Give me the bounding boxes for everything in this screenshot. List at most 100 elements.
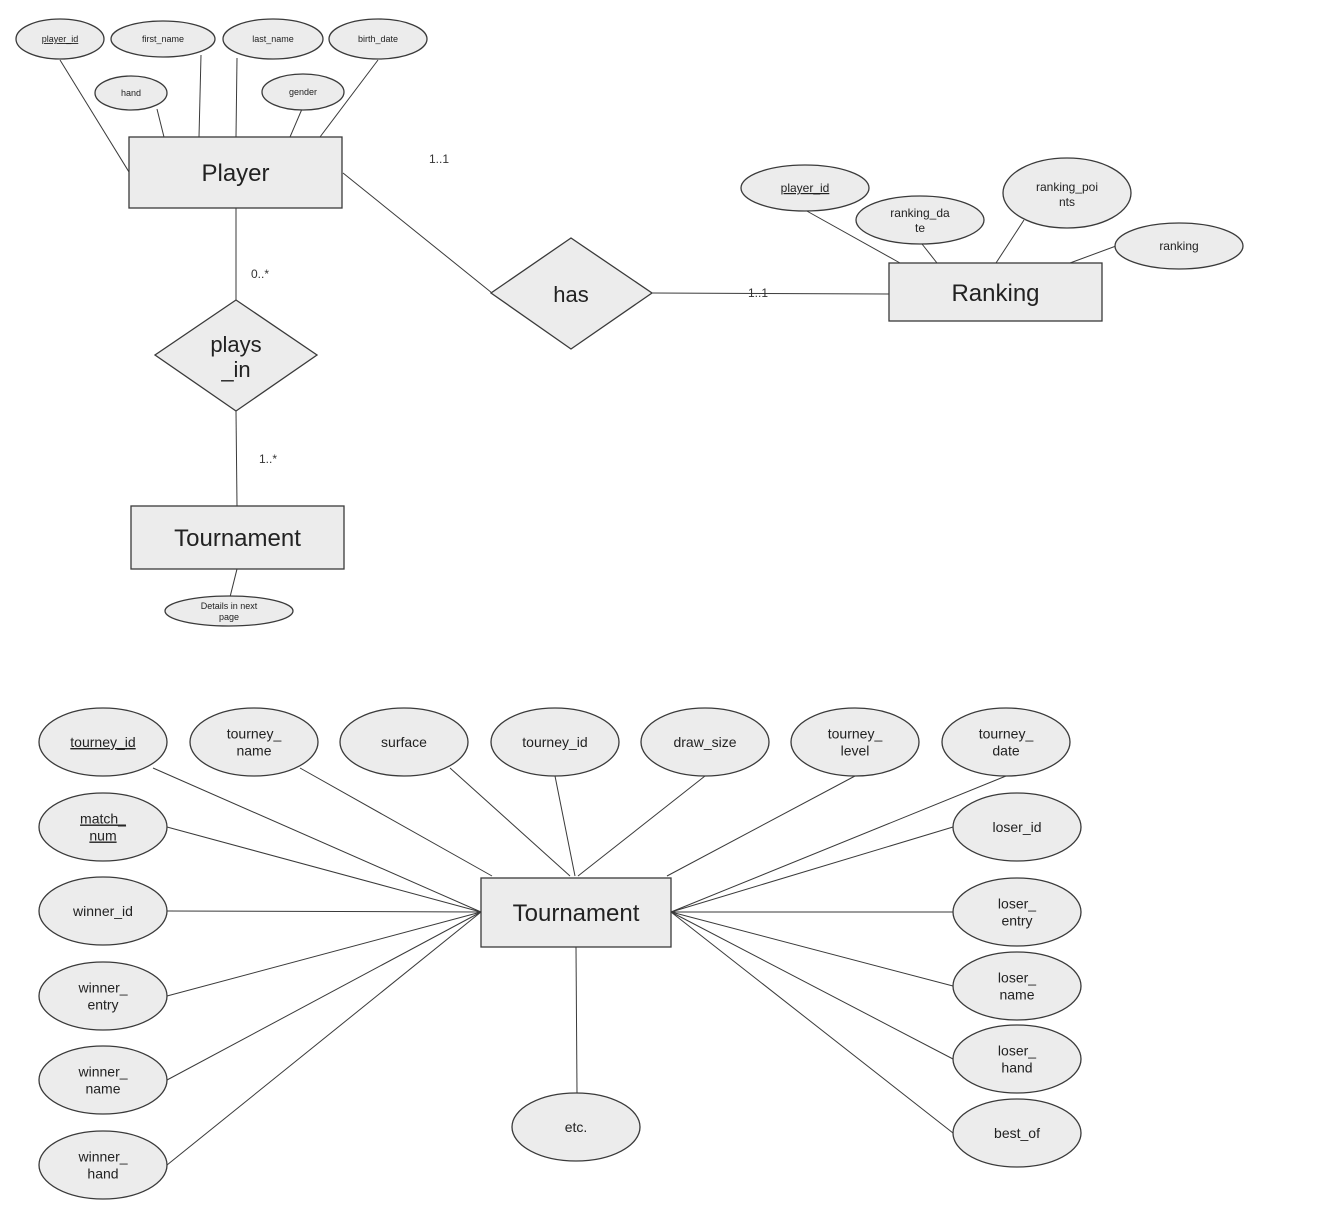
entity-tournament-1-label: Tournament <box>174 525 301 552</box>
edge-tournament-note <box>229 568 238 598</box>
attr-tournament-top-2: tourney_name <box>189 707 319 777</box>
edge-tournament-top-6 <box>666 775 856 877</box>
attr-tournament-top-6: tourney_level <box>790 707 920 777</box>
attr-tournament-top-2-label-1: tourney_ <box>227 726 282 742</box>
attr-tournament-top-7-label-2: date <box>992 743 1019 759</box>
attr-tournament-right-1: loser_id <box>952 792 1082 862</box>
attr-tournament-left-3: winner_entry <box>38 961 168 1031</box>
attr-first-name: first_name <box>110 20 216 58</box>
attr-tournament-right-1-label-1: loser_id <box>992 819 1041 835</box>
attr-last-name: last_name <box>222 18 324 60</box>
attr-tournament-top-4-label-1: tourney_id <box>522 734 587 750</box>
entity-ranking: Ranking <box>888 262 1103 322</box>
edge-ranking-points <box>995 219 1025 264</box>
cardinality-player-has: 1..1 <box>429 152 449 166</box>
edge-tournament-right-4 <box>670 911 954 1060</box>
edge-plays-in-tournament <box>235 410 238 507</box>
attr-gender: gender <box>261 73 345 111</box>
edge-ranking-ranking <box>1069 245 1117 264</box>
attr-tournament-right-3-label-2: name <box>999 987 1034 1003</box>
edge-tournament-right-1 <box>670 826 954 913</box>
attr-tournament-top-6-label-1: tourney_ <box>828 726 883 742</box>
edge-tournament-top-2 <box>299 767 493 877</box>
attr-tournament-right-2-label-2: entry <box>1001 913 1032 929</box>
edge-player-last-name <box>235 57 238 138</box>
entity-tournament-2: Tournament <box>480 877 672 948</box>
entity-player: Player <box>128 136 343 209</box>
attr-tournament-top-7: tourney_date <box>941 707 1071 777</box>
attr-ranking-date: ranking_da te <box>855 195 985 245</box>
attr-tournament-left-3-label-1: winner_ <box>77 980 127 996</box>
attr-tournament-left-5: winner_hand <box>38 1130 168 1200</box>
attr-tournament-right-2: loser_entry <box>952 877 1082 947</box>
attr-birth-date-label: birth_date <box>358 34 398 44</box>
attr-ranking-ranking-label: ranking <box>1159 239 1198 253</box>
edge-tournament-left-1 <box>166 826 482 913</box>
edge-player-first-name <box>198 54 202 138</box>
attr-tournament-left-2-label-1: winner_id <box>72 903 133 919</box>
attr-tournament-right-5-label-1: best_of <box>994 1125 1040 1141</box>
edge-tournament-top-4 <box>554 775 576 877</box>
edge-tournament-left-5 <box>166 911 482 1166</box>
attr-tournament-right-2-label-1: loser_ <box>998 896 1036 912</box>
attr-tournament-left-1: match_num <box>38 792 168 862</box>
diagram1-edges <box>59 54 1117 598</box>
edge-tournament-top-7 <box>670 775 1007 913</box>
attr-ranking-player-id: player_id <box>740 164 870 212</box>
attr-ranking-points-label-2: nts <box>1059 195 1075 209</box>
edge-tournament-bottom-1 <box>575 946 578 1094</box>
attr-hand: hand <box>94 75 168 111</box>
attr-tournament-note-label-1: Details in next <box>201 601 258 611</box>
entity-tournament-2-label: Tournament <box>513 900 640 927</box>
attr-gender-label: gender <box>289 87 317 97</box>
edge-tournament-left-3 <box>166 911 482 997</box>
attr-ranking-points-label-1: ranking_poi <box>1036 180 1098 194</box>
attr-ranking-points: ranking_poi nts <box>1002 157 1132 229</box>
attr-ranking-date-label-1: ranking_da <box>890 206 950 220</box>
edge-tournament-right-5 <box>670 911 954 1134</box>
cardinality-has-ranking: 1..1 <box>748 286 768 300</box>
edge-tournament-top-3 <box>449 767 571 877</box>
diagram2-edges <box>152 767 1007 1166</box>
attr-tournament-left-1-label-2: num <box>89 828 116 844</box>
edge-player-hand <box>156 108 165 138</box>
attr-first-name-label: first_name <box>142 34 184 44</box>
attr-tournament-left-4: winner_name <box>38 1045 168 1115</box>
edge-player-birth-date <box>319 59 379 138</box>
edge-tournament-top-5 <box>577 775 706 877</box>
attr-tournament-right-4-label-2: hand <box>1001 1060 1032 1076</box>
attr-tournament-right-5: best_of <box>952 1098 1082 1168</box>
relationship-has: has <box>489 237 654 350</box>
attr-ranking-player-id-label: player_id <box>781 181 830 195</box>
attr-tournament-top-3: surface <box>339 707 469 777</box>
attr-tournament-left-2: winner_id <box>38 876 168 946</box>
attr-tournament-left-4-label-2: name <box>85 1081 120 1097</box>
attr-player-id: player_id <box>15 18 105 60</box>
edge-player-id <box>59 59 130 173</box>
attr-tournament-top-5-label-1: draw_size <box>673 734 736 750</box>
attr-tournament-bottom-1-label-1: etc. <box>565 1119 588 1135</box>
relationship-plays-in: plays _in <box>153 299 319 412</box>
attr-tournament-top-3-label-1: surface <box>381 734 427 750</box>
relationship-plays-in-label-1: plays <box>210 332 261 357</box>
attr-tournament-top-7-label-1: tourney_ <box>979 726 1034 742</box>
cardinality-player-plays-in: 0..* <box>251 267 269 281</box>
cardinality-plays-in-tournament: 1..* <box>259 452 277 466</box>
attr-tournament-left-5-label-1: winner_ <box>77 1149 127 1165</box>
attr-tournament-left-3-label-2: entry <box>87 997 118 1013</box>
edge-ranking-date <box>921 243 938 264</box>
attr-tournament-right-4-label-1: loser_ <box>998 1043 1036 1059</box>
relationship-has-label: has <box>553 282 588 307</box>
attr-tournament-top-5: draw_size <box>640 707 770 777</box>
attr-tournament-right-3: loser_name <box>952 951 1082 1021</box>
attr-tournament-top-4: tourney_id <box>490 707 620 777</box>
edge-player-gender <box>289 108 303 138</box>
attr-tournament-top-1-label-1: tourney_id <box>70 734 135 750</box>
attr-tournament-top-1: tourney_id <box>38 707 168 777</box>
attr-birth-date: birth_date <box>328 18 428 60</box>
edge-ranking-player-id <box>804 209 901 264</box>
attr-tournament-top-2-label-2: name <box>236 743 271 759</box>
attr-ranking-ranking: ranking <box>1114 222 1244 270</box>
